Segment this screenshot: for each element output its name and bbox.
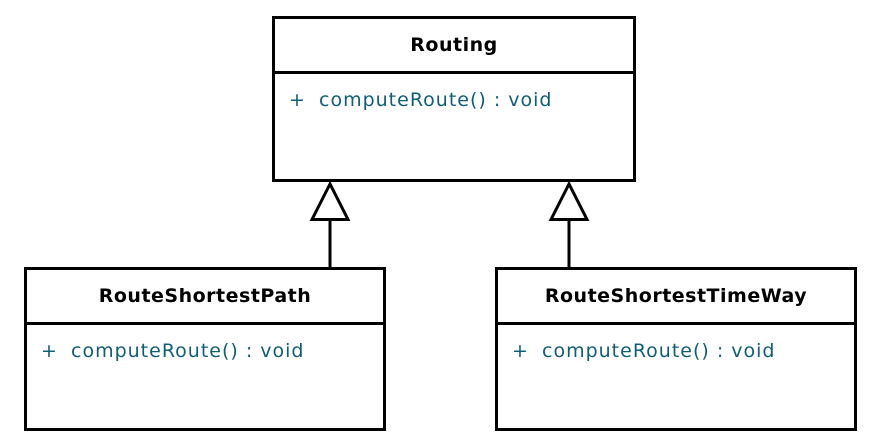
class-title: RouteShortestTimeWay: [498, 270, 854, 325]
class-box-routeshortesttimeway: RouteShortestTimeWay + computeRoute() : …: [495, 267, 857, 431]
method-signature: computeRoute() : void: [319, 89, 553, 111]
method-signature: computeRoute() : void: [71, 340, 305, 362]
class-title: Routing: [275, 19, 633, 74]
class-title: RouteShortestPath: [27, 270, 383, 325]
method-row: + computeRoute() : void: [498, 340, 854, 362]
method-row: + computeRoute() : void: [27, 340, 383, 362]
method-row: + computeRoute() : void: [275, 89, 633, 111]
generalization-arrow-right-icon: [548, 180, 590, 221]
class-methods-compartment: + computeRoute() : void: [27, 325, 383, 428]
method-visibility: +: [512, 340, 529, 362]
class-box-routeshortestpath: RouteShortestPath + computeRoute() : voi…: [24, 267, 386, 431]
method-visibility: +: [289, 89, 306, 111]
class-box-routing: Routing + computeRoute() : void: [272, 16, 636, 182]
method-visibility: +: [41, 340, 58, 362]
generalization-arrow-left-icon: [309, 180, 351, 221]
class-methods-compartment: + computeRoute() : void: [275, 74, 633, 179]
method-signature: computeRoute() : void: [542, 340, 776, 362]
class-methods-compartment: + computeRoute() : void: [498, 325, 854, 428]
